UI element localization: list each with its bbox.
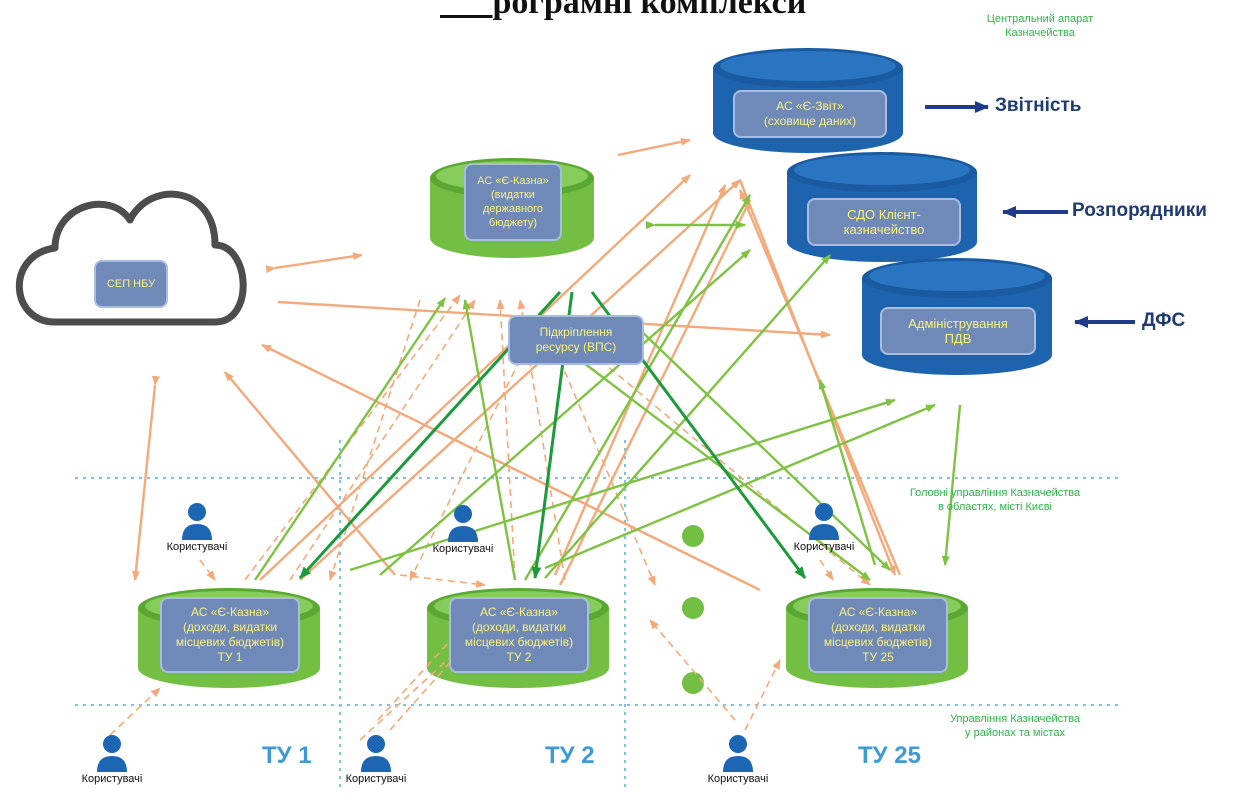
user-icons [97, 503, 839, 772]
user-icon [809, 503, 839, 540]
tu25-label: ТУ 25 [858, 742, 921, 769]
sep-nbu-cloud [15, 190, 247, 326]
users-label: Користувачі [707, 773, 769, 785]
page-title-fragment: рограмні комплекси [492, 0, 807, 21]
user-icon [361, 735, 391, 772]
reports-label: Звітність [995, 95, 1082, 116]
users-label: Користувачі [81, 773, 143, 785]
more-tu-dots [682, 525, 704, 694]
user-icon [448, 505, 478, 542]
user-icon [97, 735, 127, 772]
sep-nbu-label: СЕП НБУ [94, 260, 168, 308]
sdo-label: СДО Клієнт-казначейство [807, 198, 961, 246]
users-label: Користувачі [166, 541, 228, 553]
tu1-label: ТУ 1 [262, 742, 312, 769]
green-flow-arrows [254, 194, 962, 581]
users-label: Користувачі [432, 543, 494, 555]
users-label: Користувачі [793, 541, 855, 553]
dfs-label: ДФС [1142, 310, 1186, 331]
managers-label: Розпорядники [1072, 200, 1207, 221]
external-arrows [925, 101, 1135, 328]
users-label: Користувачі [345, 773, 407, 785]
user-icon [723, 735, 753, 772]
tu2-label: ТУ 2 [545, 742, 595, 769]
user-icon [182, 503, 212, 540]
e-zvit-label: АС «Є-Звіт»(сховище даних) [733, 90, 887, 138]
